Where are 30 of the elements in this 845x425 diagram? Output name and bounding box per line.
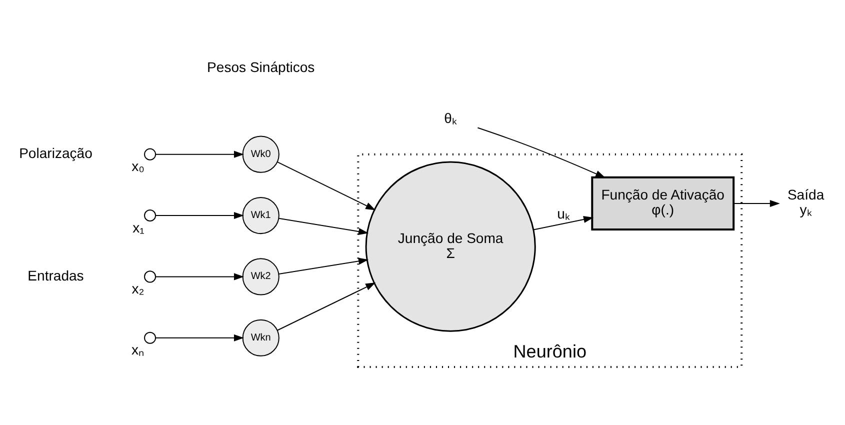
node-text: θₖ bbox=[444, 110, 457, 126]
label: Entradas bbox=[28, 267, 84, 284]
node-circle: Wkn bbox=[242, 319, 280, 356]
node-label: x₁ bbox=[132, 219, 144, 236]
arrow bbox=[278, 218, 369, 235]
node-circle: Wk2 bbox=[242, 258, 280, 296]
node-circle: Wk1 bbox=[242, 196, 280, 234]
arrow bbox=[277, 162, 376, 210]
edge-label: uₖ bbox=[557, 206, 570, 222]
node-box: Função de Ativação φ(.) bbox=[591, 176, 735, 231]
node-circle bbox=[144, 148, 156, 160]
node-label: x₀ bbox=[132, 158, 144, 174]
node-circle bbox=[144, 332, 156, 344]
arrow bbox=[156, 334, 244, 342]
node-circle bbox=[144, 209, 156, 222]
label: Pesos Sinápticos bbox=[207, 58, 315, 75]
arrow bbox=[156, 273, 244, 280]
arrow bbox=[156, 212, 244, 220]
node-text: Saída yₖ bbox=[787, 186, 824, 218]
node-label: x₂ bbox=[132, 280, 144, 296]
arrow bbox=[478, 127, 606, 178]
label: Polarização bbox=[19, 145, 92, 162]
arrow bbox=[278, 258, 369, 274]
arrow bbox=[533, 216, 594, 230]
arrow bbox=[277, 282, 376, 331]
arrow bbox=[734, 200, 780, 207]
node-circle: Wk0 bbox=[242, 136, 280, 173]
arrow bbox=[156, 150, 244, 158]
node-circle bbox=[144, 270, 156, 283]
node-label: xₙ bbox=[131, 342, 145, 358]
